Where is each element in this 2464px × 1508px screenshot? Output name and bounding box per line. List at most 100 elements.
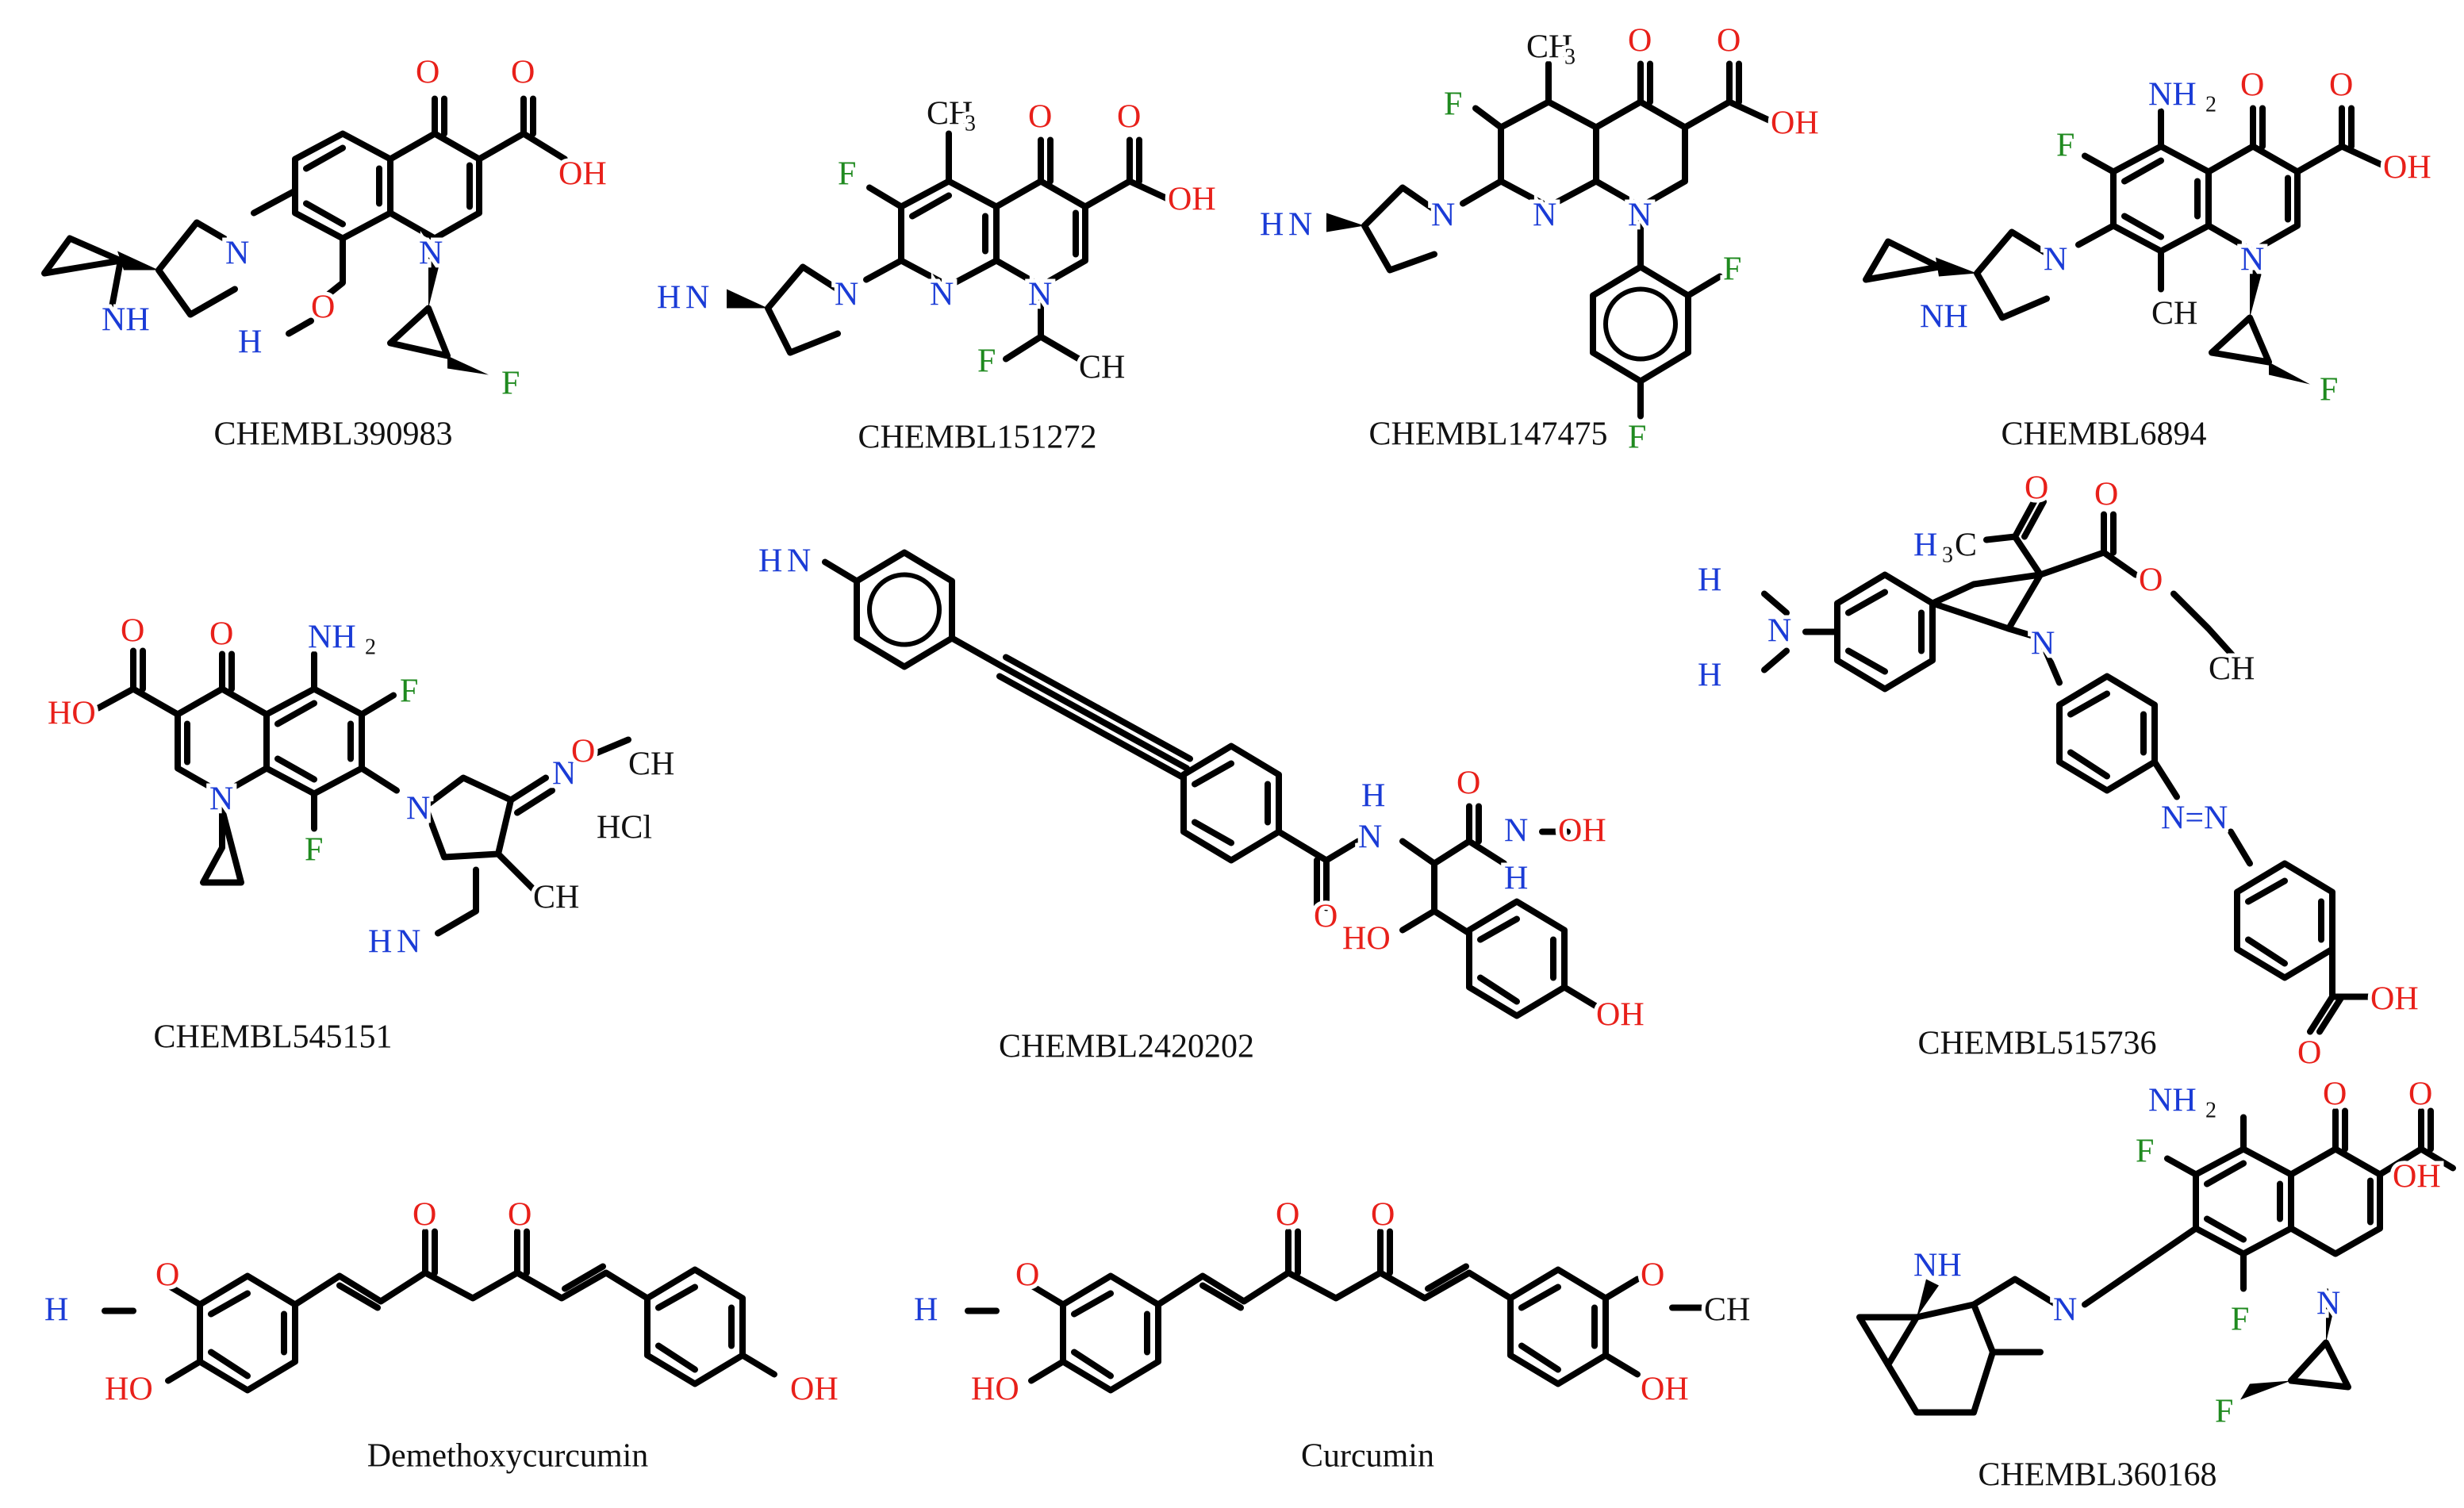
atom-oh: OH [1596,997,1645,1034]
atom-oh: OH [1771,106,1819,142]
caption-chembl545151: CHEMBL545151 [153,1019,392,1056]
atom-o: O [311,290,335,326]
atom-n: N [2031,626,2055,662]
atom-h2n: H [1260,207,1284,244]
atom-ch3: CH [1526,29,1572,66]
atom-o: O [1117,99,1141,136]
atom-n: N [209,781,233,818]
atom-ch3: CH [927,96,973,132]
atom-oh: OH [1641,1372,1689,1408]
atom-o: O [2139,562,2163,599]
atom-o: O [511,55,535,91]
atom-subscript-3: 3 [1942,543,1953,568]
atom-ho: HO [1342,921,1391,957]
atom-o: O [2240,67,2264,104]
atom-n: N [835,277,858,313]
atom-o: O [2094,477,2118,513]
atom-o: O [2408,1076,2432,1113]
atom-n: N [1028,277,1052,313]
atom-f: F [400,673,418,710]
atom-nh2: NH [1913,1248,1962,1284]
atom-h: H [1504,861,1528,897]
atom-n: N [2053,1292,2077,1329]
atom-n: N [2240,242,2264,278]
atom-h3c: H [1698,562,1721,599]
atom-oh: OH [558,156,607,193]
atom-n: N [1504,813,1528,850]
caption-chembl515736: CHEMBL515736 [1917,1026,2156,1062]
atom-n: N [225,236,249,272]
atom-n: N [930,277,954,313]
molecule-curcumin: O O O H HO O CH OH Curcumin [910,1193,1754,1475]
atom-ch3: CH [628,746,674,783]
atom-ho: HO [971,1372,1019,1408]
atom-o: O [1015,1257,1039,1294]
atom-ch3: CH [2209,651,2255,688]
atom-ch3: CH [2151,296,2197,332]
atom-f: F [1444,86,1462,123]
atom-o: O [155,1257,179,1294]
atom-ch3: CH [1704,1292,1750,1329]
atom-o: O [2297,1035,2321,1072]
atom-o: O [2329,67,2353,104]
atom-ch3: CH [533,880,579,916]
atom-f: F [2056,128,2074,164]
caption-curcumin: Curcumin [1301,1438,1434,1475]
molecule-chembl6894: NH 2 O O OH F N N CH NH F CHEMBL6894 [1863,63,2435,453]
atom-n: N [552,756,576,792]
atom-h3c: H [1913,528,1937,564]
atom-oh: OH [1558,813,1606,850]
atom-f: F [838,156,856,193]
caption-chembl360168: CHEMBL360168 [1978,1457,2216,1494]
atom-h2n-n: N [685,280,709,317]
atom-n: N [1628,198,1652,234]
atom-ho: HO [48,696,96,732]
atom-subscript-2: 2 [2205,93,2216,117]
atom-h: H [1361,778,1385,815]
atom-f: F [1723,251,1741,288]
atom-n: N [1358,819,1382,856]
molecule-chembl147475: CH 3 O O OH F N N N H N F F CHEMBL147475 [1256,19,1823,460]
atom-f: F [2231,1302,2249,1338]
atom-n: N [406,791,430,827]
atom-o: O [571,734,595,770]
atom-h3c: H [44,1292,68,1329]
caption-chembl6894: CHEMBL6894 [2001,416,2206,453]
atom-f: F [501,366,520,402]
caption-chembl390983: CHEMBL390983 [213,416,452,453]
caption-demethoxycurcumin: Demethoxycurcumin [367,1438,649,1475]
molecule-chembl545151: O O HO NH 2 F N F N N O CH HCl CH H N CH… [44,609,678,1056]
atom-o: O [209,616,233,653]
molecule-chembl2420202: H N O H N O N H OH HO OH CHEMBL2420202 [754,539,1648,1065]
atom-nh2: NH [1920,299,1968,336]
atom-azo: N=N [2161,800,2228,837]
atom-n: N [2044,242,2067,278]
molecule-chembl515736: H 3 C O O O CH N N H H N=N OH O CHEMBL51… [1694,466,2423,1076]
atom-nh2: NH [308,620,356,656]
atom-o: O [1641,1257,1664,1294]
atom-oh: OH [790,1372,839,1408]
atom-f: F [1628,420,1646,456]
atom-oh: OH [2370,981,2419,1018]
atom-h2n-n: N [787,543,811,580]
atom-subscript-3: 3 [965,112,976,136]
atom-h3c-c: C [1955,528,1977,564]
atom-f: F [2136,1134,2154,1170]
atom-h3c: H [238,324,262,361]
atom-o: O [413,1197,436,1234]
atom-o: O [2025,470,2048,507]
molecule-demethoxycurcumin: O O O H HO OH Demethoxycurcumin [40,1193,842,1475]
atom-oh: OH [2383,150,2431,186]
atom-ch3: CH [1079,350,1125,386]
atom-o: O [1628,23,1652,59]
atom-n: N [1431,198,1455,234]
atom-nh2: NH [102,302,150,339]
atom-n: N [1767,613,1791,650]
atom-hcl: HCl [597,810,652,846]
atom-o: O [1028,99,1052,136]
atom-h2n: H [657,280,681,317]
atom-o: O [1314,899,1338,935]
atom-f: F [2215,1394,2233,1430]
atom-subscript-2: 2 [365,635,376,660]
